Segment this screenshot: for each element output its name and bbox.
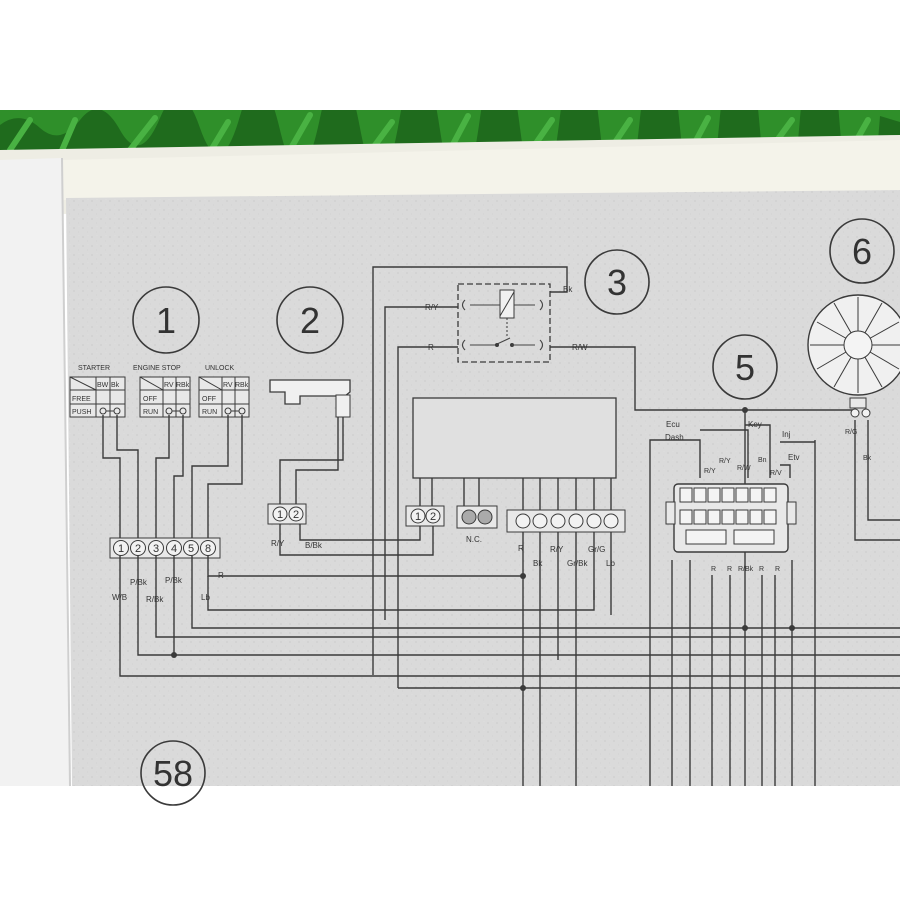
svg-text:Inj: Inj: [782, 430, 791, 439]
page-number-58: 58: [140, 740, 206, 806]
svg-text:R/Y: R/Y: [550, 545, 564, 554]
svg-text:R: R: [759, 566, 764, 573]
svg-text:N.C.: N.C.: [466, 535, 482, 544]
svg-text:Lb: Lb: [201, 593, 210, 602]
switch-wires: [102, 415, 243, 540]
svg-text:B/Bk: B/Bk: [305, 541, 323, 550]
svg-text:RV: RV: [223, 382, 233, 389]
svg-text:R/Y: R/Y: [719, 458, 731, 465]
svg-text:PUSH: PUSH: [72, 409, 91, 416]
svg-text:58: 58: [153, 753, 193, 794]
svg-text:2: 2: [293, 509, 299, 521]
svg-text:3: 3: [607, 262, 627, 303]
callout-2: 2: [276, 286, 344, 354]
svg-text:2: 2: [300, 300, 320, 341]
svg-text:8: 8: [205, 543, 211, 555]
relay-wires: R/Y R Bk R/W: [372, 266, 745, 688]
svg-text:2: 2: [135, 543, 141, 555]
switch-unlock: UNLOCK RV RBk OFF RUN: [198, 365, 250, 418]
svg-text:2: 2: [430, 511, 436, 523]
svg-text:R/Y: R/Y: [425, 303, 439, 312]
svg-text:1: 1: [156, 300, 176, 341]
svg-text:RV: RV: [164, 382, 174, 389]
svg-text:R: R: [518, 544, 524, 553]
svg-text:R: R: [727, 566, 732, 573]
svg-text:RBk: RBk: [235, 382, 249, 389]
svg-text:R/G: R/G: [845, 429, 857, 436]
main-connector: 1 2 3 4 5 8: [109, 537, 221, 559]
svg-text:RUN: RUN: [143, 409, 158, 416]
svg-text:FREE: FREE: [72, 396, 91, 403]
left-page-edge: [0, 158, 70, 786]
svg-text:Bk: Bk: [563, 285, 573, 294]
lower-wiring: [119, 407, 900, 786]
connector-2-plug: 1 2 R/Y B/Bk: [267, 379, 351, 550]
svg-text:R: R: [775, 566, 780, 573]
svg-text:Bk: Bk: [863, 455, 872, 462]
svg-text:R/Y: R/Y: [704, 468, 716, 475]
svg-text:Bk: Bk: [533, 559, 543, 568]
svg-text:RUN: RUN: [202, 409, 217, 416]
svg-text:Gr/Bk: Gr/Bk: [567, 559, 588, 568]
svg-text:R/Bk: R/Bk: [738, 566, 754, 573]
svg-text:1: 1: [415, 511, 421, 523]
relay-3: [457, 283, 551, 363]
svg-text:1: 1: [118, 543, 124, 555]
fan-6: R/G Bk: [807, 294, 900, 462]
svg-text:R/Y: R/Y: [271, 539, 285, 548]
svg-text:UNLOCK: UNLOCK: [205, 365, 235, 372]
svg-text:ENGINE STOP: ENGINE STOP: [133, 365, 181, 372]
svg-text:STARTER: STARTER: [78, 365, 110, 372]
svg-text:3: 3: [153, 543, 159, 555]
svg-text:R/V: R/V: [770, 470, 782, 477]
svg-text:R: R: [711, 566, 716, 573]
svg-text:Bk: Bk: [111, 382, 120, 389]
callout-5: 5: [712, 334, 778, 400]
svg-text:Ecu: Ecu: [666, 420, 680, 429]
svg-text:R: R: [428, 343, 434, 352]
callout-3: 3: [584, 249, 650, 315]
component-4: 1 2 N.C. R Bk R/Y Gr/Bk Gr/G Lb: [405, 397, 626, 568]
svg-text:5: 5: [188, 543, 194, 555]
svg-text:Key: Key: [748, 420, 762, 429]
switch-engine-stop: ENGINE STOP RV RBk OFF RUN: [133, 365, 191, 418]
callout-6: 6: [829, 218, 895, 284]
svg-text:R/W: R/W: [737, 465, 751, 472]
svg-text:Gr/G: Gr/G: [588, 545, 605, 554]
svg-text:4: 4: [171, 543, 177, 555]
callout-1: 1: [132, 286, 200, 354]
svg-text:OFF: OFF: [143, 396, 157, 403]
svg-text:Dash: Dash: [665, 433, 684, 442]
switch-starter: STARTER BW Bk FREE PUSH: [69, 365, 126, 418]
svg-text:Bn: Bn: [758, 457, 767, 464]
svg-text:BW: BW: [97, 382, 109, 389]
svg-text:5: 5: [735, 347, 755, 388]
svg-text:Etv: Etv: [788, 453, 800, 462]
svg-text:R/Bk: R/Bk: [146, 595, 164, 604]
svg-text:RBk: RBk: [176, 382, 190, 389]
svg-text:P/Bk: P/Bk: [130, 578, 148, 587]
connector-5: Ecu Dash Key Inj Etv R/Y R/Y R/W Bn R/V …: [658, 420, 815, 573]
svg-text:6: 6: [852, 231, 872, 272]
svg-text:OFF: OFF: [202, 396, 216, 403]
svg-text:R/W: R/W: [572, 343, 588, 352]
svg-text:1: 1: [277, 509, 283, 521]
